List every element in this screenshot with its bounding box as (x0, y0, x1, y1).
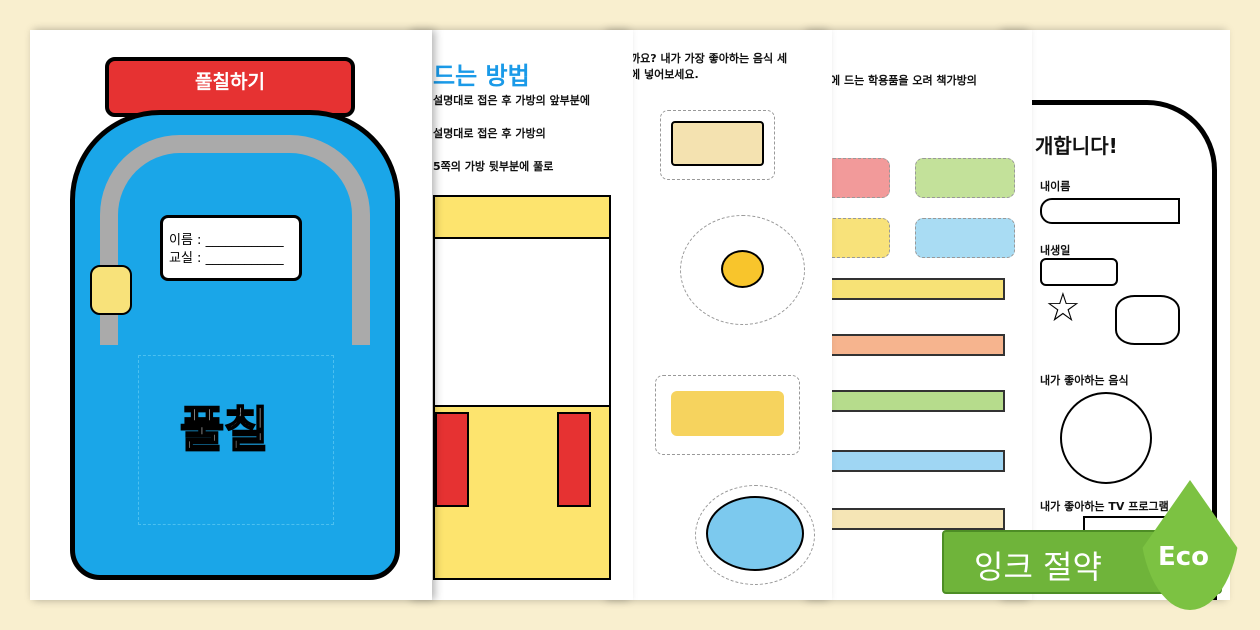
instruction-text: 설명대로 접은 후 가방의 앞부분에 (433, 94, 590, 107)
instruction-text: 에 넣어보세요. (630, 68, 699, 81)
ruler (830, 390, 1005, 412)
donut-cutout (695, 485, 815, 585)
instructions-title: 드는 방법 (433, 62, 530, 90)
birthday-label: 내생일 (1040, 244, 1071, 257)
instruction-text: 5쪽의 가방 뒷부분에 풀로 (433, 160, 554, 173)
star-icon: ☆ (1045, 285, 1081, 331)
worksheet-page-instructions: 드는 방법 설명대로 접은 후 가방의 앞부분에 설명대로 접은 후 가방의 5… (415, 30, 633, 600)
cake-icon (1115, 295, 1180, 345)
name-label: 내이름 (1040, 180, 1071, 193)
ruler (830, 334, 1005, 356)
name-line: 이름 : ____________ (169, 233, 284, 248)
birthday-box (1040, 258, 1118, 286)
worksheet-page-food: 까요? 내가 가장 좋아하는 음식 세 에 넣어보세요. (610, 30, 832, 600)
glue-area (138, 355, 334, 525)
ink-saving-text: 잉크 절약 (974, 548, 1102, 586)
egg-cutout (680, 215, 805, 325)
name-label-card: 이름 : ____________ 교실 : ____________ (160, 215, 302, 281)
ruler (830, 278, 1005, 300)
eco-label: Eco (1158, 542, 1210, 572)
class-line: 교실 : ____________ (169, 251, 284, 266)
backpack-tab: 풀칠하기 (105, 57, 355, 117)
pencil-icon (1040, 198, 1180, 224)
bag-template (433, 195, 611, 580)
zipper-pull-icon (90, 265, 132, 315)
instruction-text: 에 드는 학용품을 오려 책가방의 (830, 74, 977, 87)
glue-label: 풀칠 (179, 401, 269, 459)
tv-label: 내가 좋아하는 TV 프로그램 (1040, 500, 1169, 513)
food-label: 내가 좋아하는 음식 (1040, 374, 1129, 387)
instruction-text: 설명대로 접은 후 가방의 (433, 127, 546, 140)
about-me-title: 개합니다! (1035, 134, 1118, 158)
ruler (830, 508, 1005, 530)
fries-cutout (655, 375, 800, 455)
worksheet-page-backpack-cover: 풀칠하기 이름 : ____________ 교실 : ____________… (30, 30, 432, 600)
sandwich-cutout (660, 110, 775, 180)
worksheet-page-supplies: 에 드는 학용품을 오려 책가방의 (810, 30, 1032, 600)
ruler (830, 450, 1005, 472)
instruction-text: 까요? 내가 가장 좋아하는 음식 세 (630, 52, 788, 65)
plate-icon (1060, 392, 1152, 484)
